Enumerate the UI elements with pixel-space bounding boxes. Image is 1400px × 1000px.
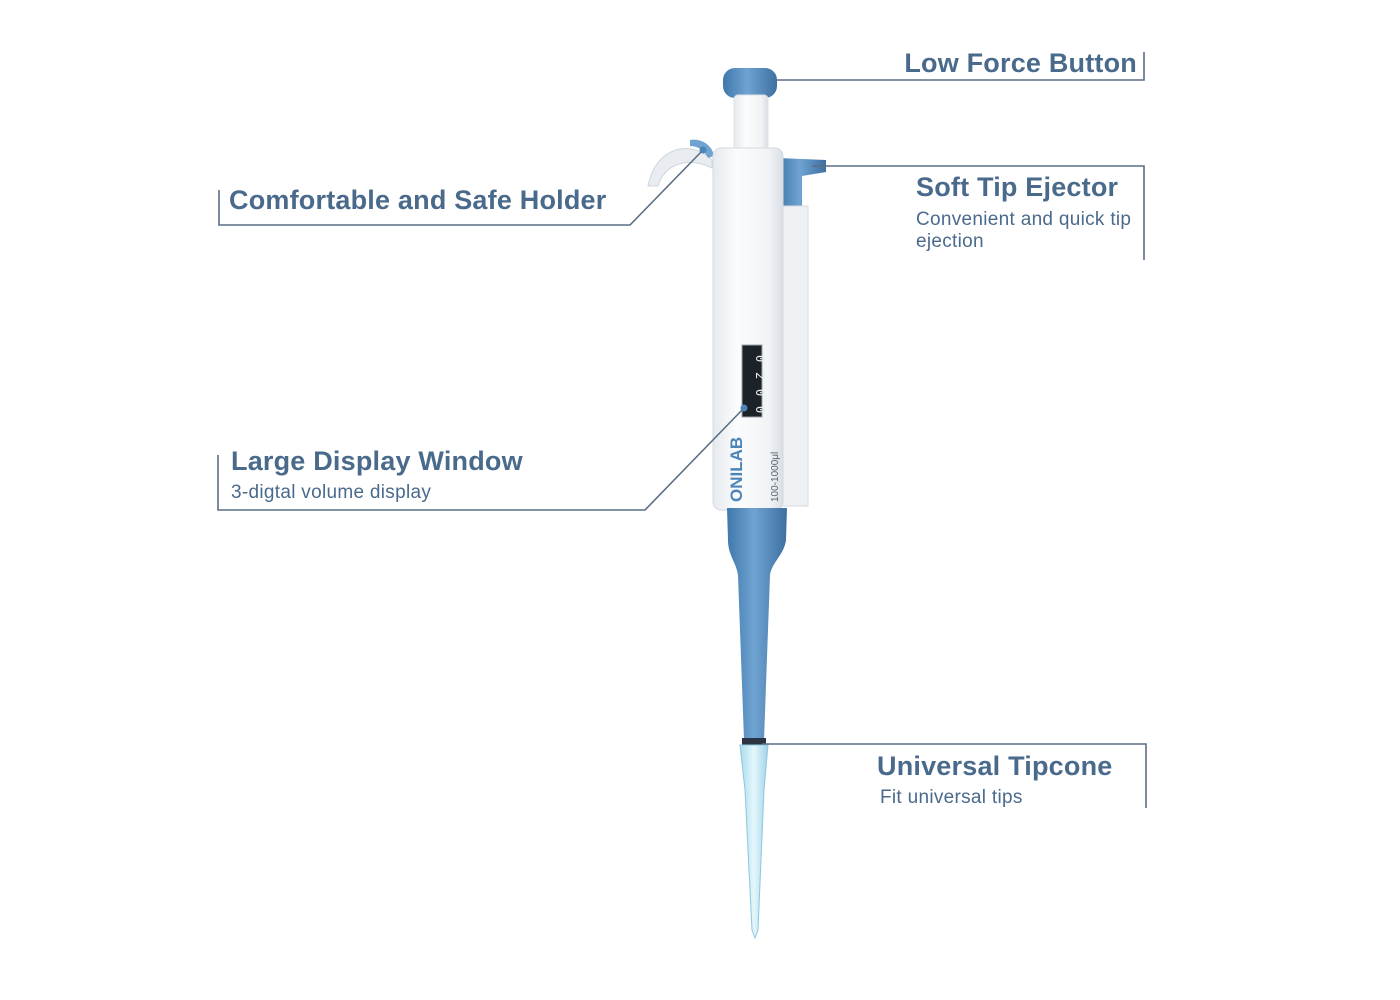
leader-line-display: [217, 407, 745, 511]
display-digit: 0: [753, 389, 767, 396]
callout-title: Comfortable and Safe Holder: [229, 185, 607, 215]
leader-line-holder: [218, 149, 704, 226]
leader-lines: [217, 52, 1147, 808]
display-digit: 0: [753, 406, 767, 413]
callout-display-window: Large Display Window 3-digtal volume dis…: [231, 446, 523, 504]
callout-title: Large Display Window: [231, 446, 523, 476]
callout-low-force-button: Low Force Button: [904, 48, 1137, 79]
callout-tipcone: Universal Tipcone Fit universal tips: [877, 751, 1112, 809]
volume-range-label: 100-1000μl: [770, 452, 781, 502]
callout-subtitle: 3-digtal volume display: [231, 482, 432, 503]
plunger-button-cap[interactable]: [723, 68, 777, 98]
callout-soft-tip-ejector: Soft Tip Ejector Convenient and quick ti…: [916, 172, 1136, 253]
callout-title: Soft Tip Ejector: [916, 172, 1119, 202]
callout-subtitle: Convenient and quick tip ejection: [916, 209, 1132, 252]
callout-title: Low Force Button: [904, 48, 1137, 78]
display-digit: 0: [753, 355, 767, 362]
leader-line-low-force: [775, 52, 1145, 81]
callout-holder: Comfortable and Safe Holder: [229, 185, 606, 216]
leader-line-ejector: [812, 165, 1145, 260]
anchor-dot-holder: [699, 146, 707, 154]
disposable-tip: [739, 744, 769, 940]
anchor-dot-display: [740, 404, 748, 412]
leader-line-tipcone: [762, 743, 1147, 808]
brand-logo: ONILAB: [727, 437, 746, 502]
plunger-rod: [733, 94, 769, 151]
tip-ejector[interactable]: [778, 158, 826, 206]
finger-hook-holder: [647, 148, 713, 187]
tipcone: [742, 738, 766, 746]
display-digit: 2: [753, 372, 767, 379]
callout-subtitle: Fit universal tips: [880, 787, 1023, 808]
lower-shaft: [727, 508, 787, 740]
callout-title: Universal Tipcone: [877, 751, 1113, 781]
volume-display-window: [741, 344, 763, 418]
